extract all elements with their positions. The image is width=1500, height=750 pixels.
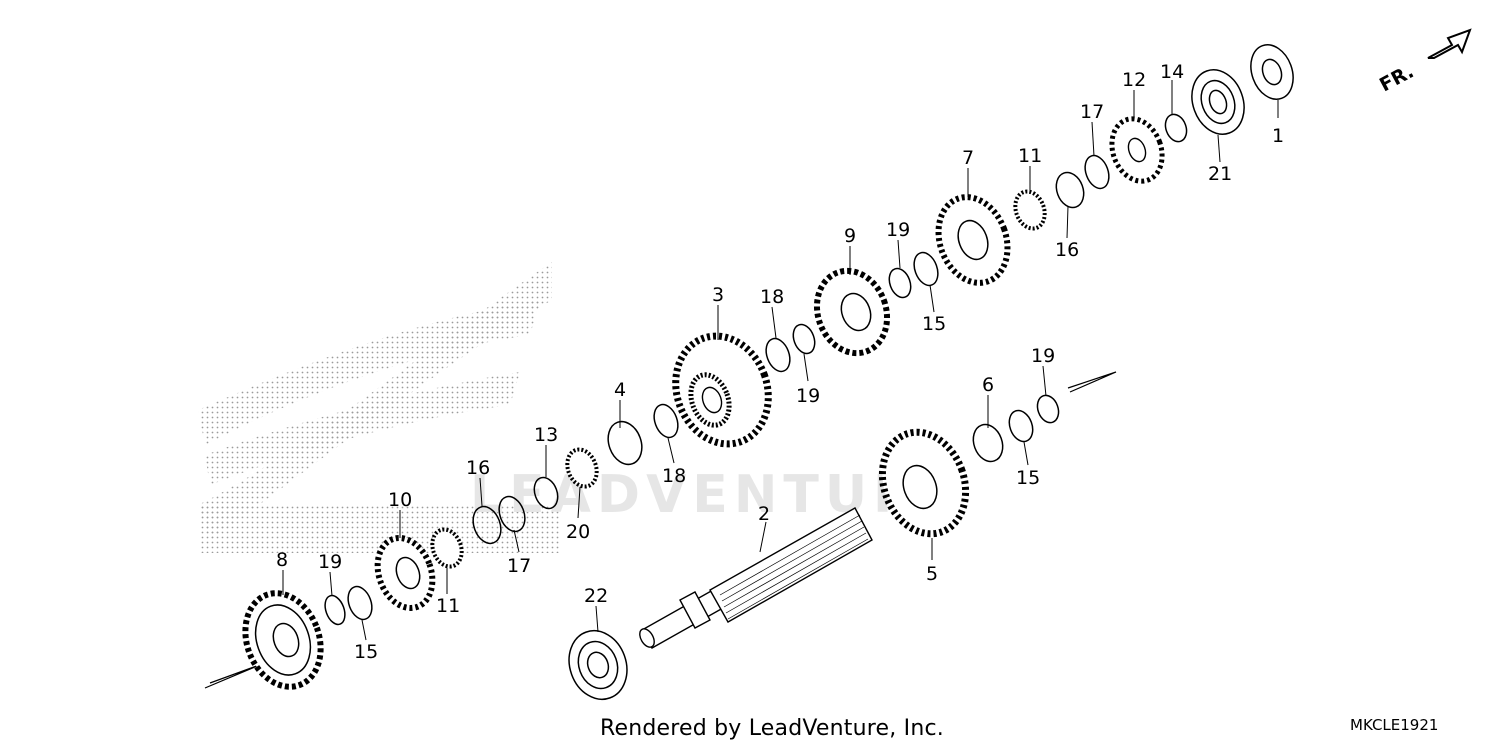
leadventure-watermark: LEADVENTURE (470, 465, 961, 525)
callout-12: 12 (1122, 69, 1146, 91)
honda-wing-watermark (198, 262, 560, 553)
oil-seal-1 (1250, 44, 1294, 100)
diagram-code: MKCLE1921 (1350, 716, 1439, 734)
callout-16-lower: 16 (466, 457, 490, 479)
callout-17-upper: 17 (1080, 101, 1104, 123)
callout-7: 7 (962, 147, 974, 169)
gear-3 (672, 332, 772, 448)
callout-labels: 1 2 3 4 5 6 7 8 9 10 11 11 12 13 14 15 1… (276, 61, 1284, 663)
callout-leaders (282, 80, 1279, 641)
gear-5 (878, 428, 970, 538)
footer-credit: Rendered by LeadVenture, Inc. (600, 716, 944, 741)
bushings (430, 189, 1047, 569)
callout-18-lower: 18 (662, 465, 686, 487)
callout-4: 4 (614, 379, 626, 401)
callout-19-b: 19 (796, 385, 820, 407)
main-shaft (639, 507, 873, 649)
gear-12 (1109, 116, 1165, 184)
callout-3: 3 (712, 284, 724, 306)
callout-16-upper: 16 (1055, 239, 1079, 261)
callout-21: 21 (1208, 163, 1232, 185)
callout-5: 5 (926, 563, 938, 585)
callout-14: 14 (1160, 61, 1184, 83)
callout-17-lower: 17 (507, 555, 531, 577)
callout-13: 13 (534, 424, 558, 446)
callout-11-upper: 11 (1018, 145, 1042, 167)
callout-19-c: 19 (886, 219, 910, 241)
gear-8 (242, 590, 324, 690)
callout-6: 6 (982, 374, 994, 396)
callout-11-lower: 11 (436, 595, 460, 617)
callout-10: 10 (388, 489, 412, 511)
callout-20: 20 (566, 521, 590, 543)
callout-15-b: 15 (922, 313, 946, 335)
callout-22: 22 (584, 585, 608, 607)
callout-19-d: 19 (1031, 345, 1055, 367)
gear-10 (374, 535, 436, 611)
front-direction-indicator: FR. (1376, 28, 1472, 96)
callout-2: 2 (758, 503, 770, 525)
callout-9: 9 (844, 225, 856, 247)
callout-15-a: 15 (354, 641, 378, 663)
fr-arrow-icon (1427, 28, 1472, 59)
gear-9 (813, 267, 891, 357)
callout-8: 8 (276, 549, 288, 571)
fr-label: FR. (1376, 60, 1417, 96)
gear-7 (935, 194, 1011, 286)
bearing-22 (568, 629, 628, 701)
callout-1: 1 (1272, 125, 1284, 147)
callout-15-c: 15 (1016, 467, 1040, 489)
callout-18-upper: 18 (760, 286, 784, 308)
callout-19-a: 19 (318, 551, 342, 573)
bearing-21 (1191, 69, 1245, 135)
washers-and-circlips (324, 113, 1188, 626)
